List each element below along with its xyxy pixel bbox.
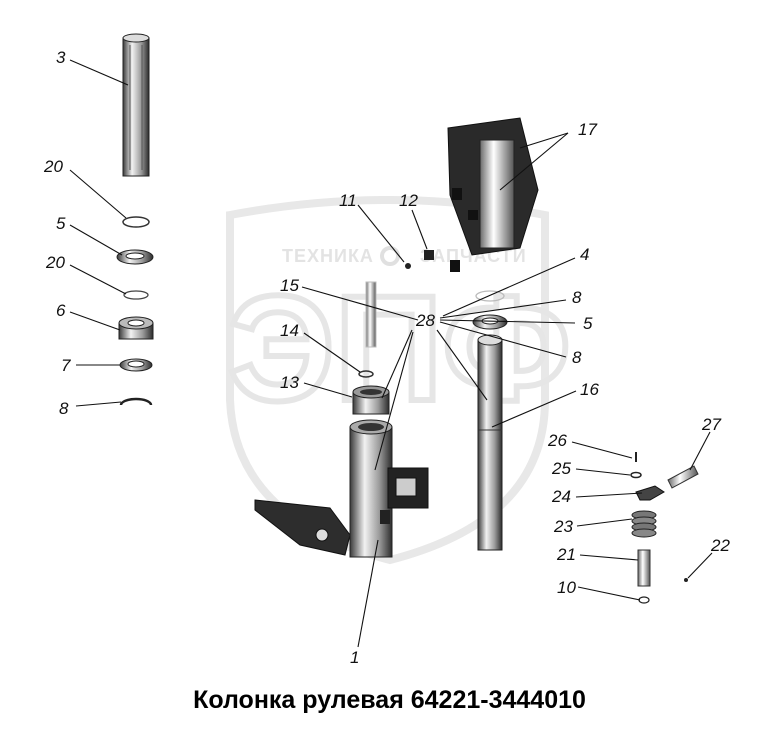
- part-10-washer: [638, 596, 650, 604]
- callout-8-upper-right: 8: [572, 288, 582, 307]
- part-3-shaft: [122, 33, 150, 177]
- part-7-washer: [119, 358, 153, 372]
- callout-3: 3: [56, 48, 66, 67]
- part-15-rod: [365, 281, 377, 348]
- part-8-snap-ring-left: [119, 397, 153, 406]
- callout-16: 16: [580, 380, 599, 399]
- part-4-ring: [475, 290, 505, 302]
- callout-8-lower-right: 8: [572, 348, 582, 367]
- gear-icon: [380, 246, 400, 266]
- callout-12: 12: [399, 191, 418, 210]
- callout-17: 17: [578, 120, 597, 139]
- part-20-ring-lower: [123, 290, 149, 300]
- callout-21: 21: [556, 545, 576, 564]
- leader-lines: [69, 59, 713, 648]
- part-24-lever: [635, 485, 665, 501]
- callout-10: 10: [557, 578, 576, 597]
- part-25-washer: [630, 471, 642, 479]
- callout-20-upper: 20: [43, 157, 63, 176]
- callout-1: 1: [350, 648, 359, 667]
- callout-27: 27: [701, 415, 721, 434]
- callout-20-lower: 20: [45, 253, 65, 272]
- callout-7: 7: [61, 356, 71, 375]
- part-22-ball: [684, 578, 688, 582]
- part-14-ring: [358, 370, 374, 378]
- callout-8-left: 8: [59, 399, 69, 418]
- callout-5-right: 5: [583, 314, 593, 333]
- exploded-parts-diagram: ТЕХНИКА ЗАПЧАСТИ ЭПФ: [43, 33, 730, 667]
- callout-6: 6: [56, 301, 66, 320]
- callout-23: 23: [553, 517, 573, 536]
- callout-5-left: 5: [56, 214, 66, 233]
- part-16-shaft: [477, 334, 503, 551]
- part-6-bushing: [118, 316, 154, 340]
- part-21-bolt: [637, 549, 651, 587]
- part-11-ball: [405, 263, 411, 269]
- part-13-sleeve: [352, 385, 390, 415]
- part-23-spring: [631, 510, 657, 538]
- part-17-bracket: [447, 117, 539, 272]
- callout-24: 24: [551, 487, 571, 506]
- diagram-caption: Колонка рулевая 64221-3444010: [193, 686, 586, 714]
- part-12-key: [424, 250, 434, 260]
- part-5-bearing-left: [116, 249, 154, 265]
- callout-numbers: 3 20 5 20 6 7 8 11 12 17 4 15 28 8 5 14 …: [43, 48, 730, 667]
- callout-13: 13: [280, 373, 299, 392]
- watermark-logo: ЭПФ: [228, 264, 571, 432]
- callout-11: 11: [339, 191, 357, 210]
- callout-26: 26: [547, 431, 567, 450]
- callout-4: 4: [580, 245, 589, 264]
- part-20-ring-upper: [122, 216, 150, 228]
- part-5-bearing-center: [472, 314, 508, 330]
- watermark-brand: ТЕХНИКА: [282, 246, 374, 266]
- callout-15: 15: [280, 276, 299, 295]
- callout-25: 25: [551, 459, 571, 478]
- part-27-pin: [667, 465, 699, 489]
- callout-22: 22: [710, 536, 730, 555]
- part-1-column-tube: [254, 419, 429, 558]
- watermark: ТЕХНИКА ЗАПЧАСТИ ЭПФ: [225, 196, 574, 565]
- callout-14: 14: [280, 321, 299, 340]
- callout-28: 28: [415, 311, 435, 330]
